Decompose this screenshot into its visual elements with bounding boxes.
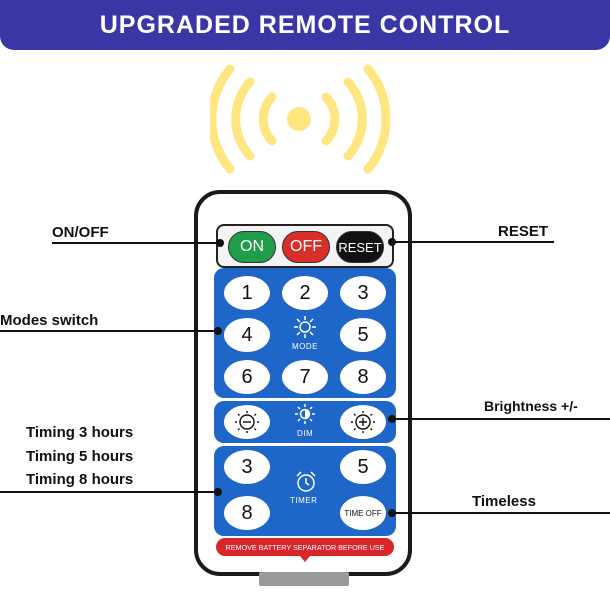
sun-minus-icon bbox=[235, 411, 259, 433]
callout-line-on-off bbox=[52, 242, 220, 244]
alarm-clock-icon bbox=[294, 470, 318, 494]
mode-keypad: 1 2 3 4 MODE 5 6 7 8 bbox=[214, 268, 396, 398]
key-5[interactable]: 5 bbox=[340, 318, 386, 352]
callout-line-modes bbox=[0, 330, 218, 332]
on-button[interactable]: ON bbox=[228, 231, 276, 263]
callout-timing-8: Timing 8 hours bbox=[26, 471, 134, 488]
callout-line-timeless bbox=[392, 512, 610, 514]
dim-label: DIM bbox=[297, 429, 314, 438]
callout-dot-modes bbox=[214, 327, 222, 335]
callout-timing-3: Timing 3 hours bbox=[26, 424, 134, 441]
callout-modes: Modes switch bbox=[0, 312, 99, 329]
callout-line-timing bbox=[0, 491, 218, 493]
timer-label: TIMER bbox=[290, 496, 318, 505]
dim-panel: DIM bbox=[214, 401, 396, 443]
sun-plus-icon bbox=[351, 411, 375, 433]
callout-dot-timing bbox=[214, 488, 222, 496]
key-3[interactable]: 3 bbox=[340, 276, 386, 310]
key-7[interactable]: 7 bbox=[282, 360, 328, 394]
brightness-up-button[interactable] bbox=[340, 405, 386, 439]
mode-label: MODE bbox=[292, 342, 318, 351]
callout-dot-timeless bbox=[388, 509, 396, 517]
callout-timing-5: Timing 5 hours bbox=[26, 448, 134, 465]
pull-tab-caret bbox=[300, 556, 310, 562]
timer-3-button[interactable]: 3 bbox=[224, 450, 270, 484]
callout-dot-reset bbox=[388, 238, 396, 246]
callout-reset: RESET bbox=[498, 223, 549, 240]
callout-dot-on-off bbox=[216, 239, 224, 247]
key-6[interactable]: 6 bbox=[224, 360, 270, 394]
reset-button[interactable]: RESET bbox=[336, 231, 384, 263]
gear-icon bbox=[292, 314, 318, 340]
callout-brightness: Brightness +/- bbox=[484, 398, 578, 414]
timer-8-button[interactable]: 8 bbox=[224, 496, 270, 530]
brightness-down-button[interactable] bbox=[224, 405, 270, 439]
timer-panel: 3 TIMER 5 8 TIME OFF bbox=[214, 446, 396, 536]
callout-dot-brightness bbox=[388, 415, 396, 423]
power-button-row: ON OFF RESET bbox=[216, 224, 394, 268]
remote-control: ON OFF RESET 1 2 3 4 MODE 5 6 7 8 bbox=[194, 190, 412, 576]
key-4[interactable]: 4 bbox=[224, 318, 270, 352]
off-button[interactable]: OFF bbox=[282, 231, 330, 263]
sun-icon bbox=[294, 403, 316, 425]
key-2[interactable]: 2 bbox=[282, 276, 328, 310]
callout-line-brightness bbox=[392, 418, 610, 420]
time-off-button[interactable]: TIME OFF bbox=[340, 496, 386, 530]
callout-line-reset bbox=[392, 241, 554, 243]
banner-title: UPGRADED REMOTE CONTROL bbox=[99, 10, 511, 39]
timer-5-button[interactable]: 5 bbox=[340, 450, 386, 484]
key-1[interactable]: 1 bbox=[224, 276, 270, 310]
battery-separator-notice: REMOVE BATTERY SEPARATOR BEFORE USE bbox=[216, 538, 394, 556]
title-banner: UPGRADED REMOTE CONTROL bbox=[0, 0, 610, 50]
signal-waves-icon bbox=[210, 62, 390, 177]
key-8[interactable]: 8 bbox=[340, 360, 386, 394]
remote-stand bbox=[259, 572, 349, 586]
callout-timeless: Timeless bbox=[472, 493, 536, 510]
callout-on-off: ON/OFF bbox=[52, 224, 109, 241]
